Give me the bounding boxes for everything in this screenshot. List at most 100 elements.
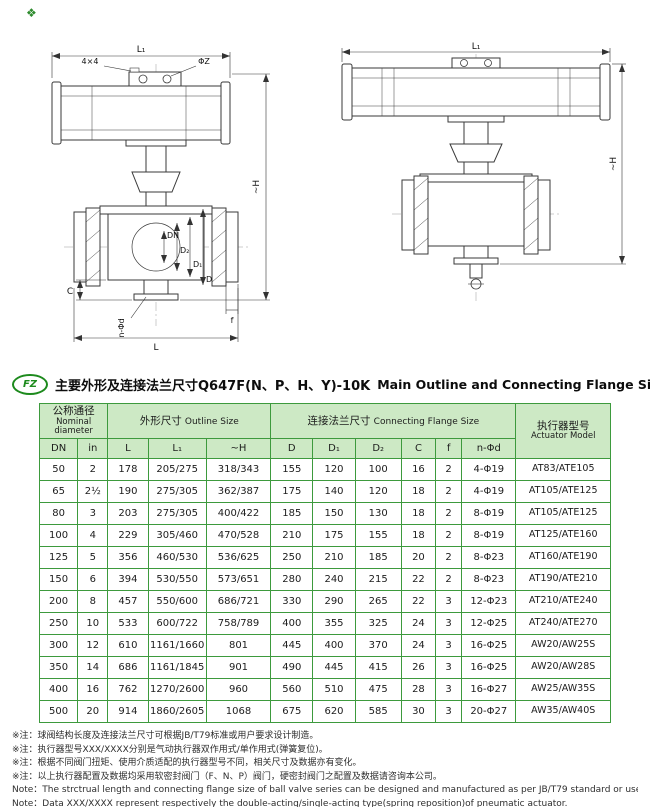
header-actuator-en: Actuator Model xyxy=(530,431,596,442)
table-cell: 400 xyxy=(312,634,356,658)
dimension-lines xyxy=(341,48,626,265)
header-nominal-en: Nominal diameter xyxy=(54,416,93,437)
table-cell: 8-Φ19 xyxy=(461,502,517,526)
table-cell: AT83/ATE105 xyxy=(515,458,611,482)
dimension-labels: L₁ 4×4 ΦZ DN D₂ D₁ D C f n-Φd L ~H xyxy=(67,45,262,353)
table-cell: 2 xyxy=(435,480,463,504)
table-cell: 18 xyxy=(400,480,437,504)
note-line: ※注：根据不同阀门扭矩、使用介质适配的执行器型号不同，相关尺寸及数据亦有变化。 xyxy=(12,758,362,769)
table-cell: 18 xyxy=(400,502,437,526)
table-cell: 445 xyxy=(270,634,314,658)
table-cell: 300 xyxy=(38,634,79,658)
table-cell: 178 xyxy=(107,458,149,482)
note-line: Note：The strctrual length and connecting… xyxy=(12,785,638,796)
dim-label-l: L xyxy=(153,343,158,353)
column-header: n-Φd xyxy=(461,438,517,460)
header-actuator-zh: 执行器型号 xyxy=(536,419,590,432)
table-cell: AT105/ATE125 xyxy=(515,502,611,526)
actuator-group xyxy=(341,57,611,121)
table-cell: 24 xyxy=(400,612,437,636)
table-cell: 125 xyxy=(38,546,79,570)
table-cell: 560 xyxy=(270,678,314,702)
header-outline-zh: 外形尺寸 xyxy=(139,414,182,427)
table-cell: 2 xyxy=(435,502,463,526)
table-cell: 3 xyxy=(435,656,463,680)
table-cell: 686/721 xyxy=(205,590,272,614)
table-cell: 2 xyxy=(77,458,109,482)
table-cell: 140 xyxy=(312,480,356,504)
header-nominal: 公称通径 Nominal diameter xyxy=(38,402,109,440)
table-cell: 4-Φ19 xyxy=(461,458,517,482)
table-cell: 12-Φ23 xyxy=(461,590,517,614)
dim-label-l1: L₁ xyxy=(472,42,481,52)
table-cell: 686 xyxy=(107,656,149,680)
table-cell: 210 xyxy=(270,524,314,548)
table-cell: 250 xyxy=(270,546,314,570)
table-cell: 120 xyxy=(354,480,402,504)
table-cell: 240 xyxy=(312,568,356,592)
column-header: C xyxy=(400,438,437,460)
table-cell: 2 xyxy=(435,568,463,592)
header-flange: 连接法兰尺寸 Connecting Flange Size xyxy=(270,402,517,440)
table-cell: 12-Φ25 xyxy=(461,612,517,636)
section-title-en: Main Outline and Connecting Flange Size xyxy=(377,377,650,392)
table-cell: 1161/1660 xyxy=(147,634,207,658)
valve-body-group xyxy=(73,205,239,301)
table-cell: 370 xyxy=(354,634,402,658)
table-cell: 457 xyxy=(107,590,149,614)
header-nominal-zh: 公称通径 xyxy=(52,405,95,417)
table-cell: 3 xyxy=(77,502,109,526)
table-cell: 65 xyxy=(38,480,79,504)
column-header: in xyxy=(77,438,109,460)
table-cell: 290 xyxy=(312,590,356,614)
table-cell: 275/305 xyxy=(147,502,207,526)
table-cell: 150 xyxy=(312,502,356,526)
table-cell: 16-Φ27 xyxy=(461,678,517,702)
table-cell: 470/528 xyxy=(205,524,272,548)
table-cell: 20 xyxy=(77,700,109,724)
table-cell: 355 xyxy=(312,612,356,636)
table-cell: 203 xyxy=(107,502,149,526)
technical-drawings: L₁ 4×4 ΦZ DN D₂ D₁ D C f n-Φd L ~H xyxy=(0,0,650,366)
dim-label-d2: D₂ xyxy=(180,246,189,255)
dim-label-phi-z: ΦZ xyxy=(198,57,210,66)
table-cell: 250 xyxy=(38,612,79,636)
table-cell: 80 xyxy=(38,502,79,526)
table-cell: 2 xyxy=(435,546,463,570)
table-cell: 533 xyxy=(107,612,149,636)
dim-label-h: ~H xyxy=(252,180,262,194)
table-cell: AT240/ATE270 xyxy=(515,612,611,636)
table-cell: 500 xyxy=(38,700,79,724)
table-cell: AT105/ATE125 xyxy=(515,480,611,504)
table-cell: 394 xyxy=(107,568,149,592)
dim-label-n-phi-d: n-Φd xyxy=(117,318,126,337)
table-cell: 190 xyxy=(107,480,149,504)
table-cell: 20-Φ27 xyxy=(461,700,517,724)
valve-body-group xyxy=(401,173,551,290)
table-cell: 1270/2600 xyxy=(147,678,207,702)
table-cell: 356 xyxy=(107,546,149,570)
table-cell: 100 xyxy=(354,458,402,482)
table-cell: AW35/AW40S xyxy=(515,700,611,724)
table-cell: 5 xyxy=(77,546,109,570)
table-cell: 200 xyxy=(38,590,79,614)
group-header-row: 公称通径 Nominal diameter 外形尺寸 Outline Size … xyxy=(38,402,611,460)
header-actuator: 执行器型号 Actuator Model xyxy=(515,402,611,460)
column-header: L₁ xyxy=(147,438,207,460)
table-cell: 3 xyxy=(435,612,463,636)
bracket-group xyxy=(447,115,505,175)
table-cell: 415 xyxy=(354,656,402,680)
table-cell: 16 xyxy=(400,458,437,482)
dim-label-c: C xyxy=(67,287,73,297)
table-cell: 675 xyxy=(270,700,314,724)
table-cell: 130 xyxy=(354,502,402,526)
section-title-row: FZ 主要外形及连接法兰尺寸Q647F(N、P、H、Y)-10K Main Ou… xyxy=(12,374,650,395)
table-cell: 22 xyxy=(400,568,437,592)
note-line: ※注：球阀结构长度及连接法兰尺寸可根据JB/T79标准或用户要求设计制造。 xyxy=(12,731,319,742)
table-cell: 12 xyxy=(77,634,109,658)
